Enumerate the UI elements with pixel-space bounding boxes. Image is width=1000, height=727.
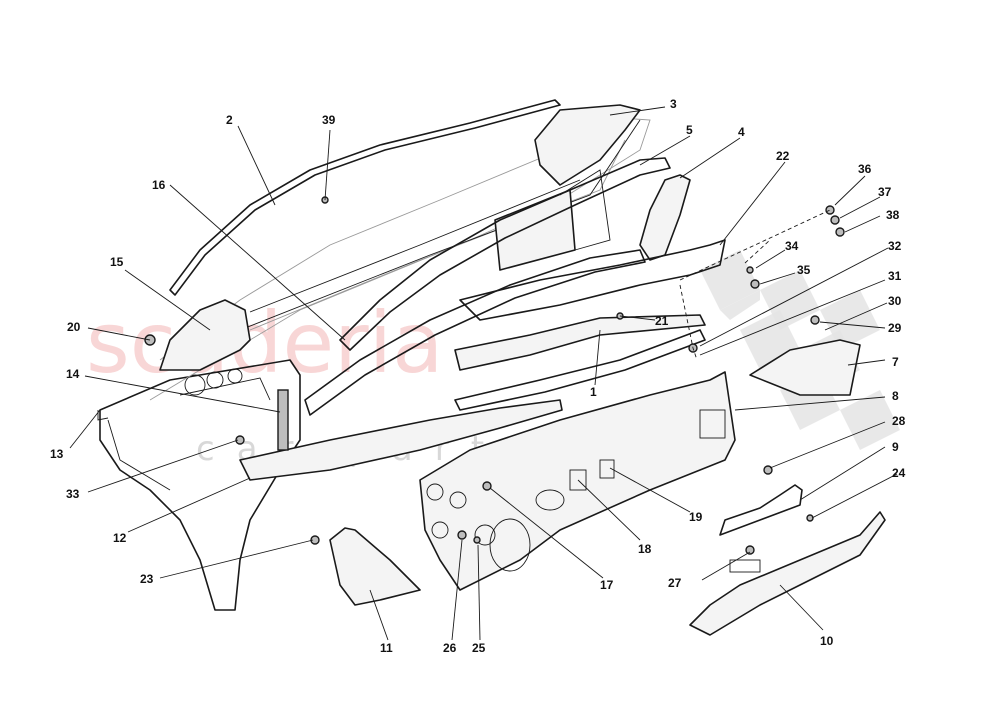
callout-11: 11 (380, 641, 393, 655)
callout-29: 29 (888, 321, 902, 335)
trim-strip-21 (454, 314, 706, 371)
callout-21: 21 (655, 314, 669, 328)
callout-8: 8 (892, 389, 899, 403)
door-inner-panel (419, 371, 736, 591)
leader-lines (69, 106, 898, 641)
trim-panel-12 (239, 399, 563, 481)
callout-12: 12 (113, 531, 127, 545)
callout-20: 20 (67, 320, 81, 334)
callout-30: 30 (888, 294, 902, 308)
callout-35: 35 (797, 263, 811, 277)
callout-19: 19 (689, 510, 703, 524)
window-channel-5 (339, 157, 671, 351)
callout-10: 10 (820, 634, 834, 648)
bracket-9 (719, 484, 803, 536)
callout-32: 32 (888, 239, 902, 253)
callout-13: 13 (50, 447, 64, 461)
seal-part-4 (639, 174, 691, 261)
callout-33: 33 (66, 487, 80, 501)
handle-slot (729, 559, 761, 573)
door-shell (97, 359, 301, 611)
callout-15: 15 (110, 255, 124, 269)
callout-14: 14 (66, 367, 80, 381)
window-channel-16 (304, 249, 646, 416)
callouts: 1 2 3 4 5 7 8 9 10 11 12 13 14 15 16 17 … (50, 97, 906, 655)
glass-run-channel (534, 104, 641, 186)
callout-16: 16 (152, 178, 166, 192)
callout-37: 37 (878, 185, 892, 199)
callout-4: 4 (738, 125, 745, 139)
trim-strip-1 (454, 329, 706, 411)
callout-5: 5 (686, 123, 693, 137)
callout-24: 24 (892, 466, 906, 480)
callout-28: 28 (892, 414, 906, 428)
callout-17: 17 (600, 578, 614, 592)
callout-7: 7 (892, 355, 899, 369)
fasteners (144, 196, 845, 555)
trim-piece-11 (329, 527, 421, 606)
callout-3: 3 (670, 97, 677, 111)
trim-panel-7 (749, 339, 861, 396)
handle-10 (689, 511, 886, 636)
callout-38: 38 (886, 208, 900, 222)
assembly-lines (679, 209, 831, 361)
callout-1: 1 (590, 385, 597, 399)
window-frame (149, 117, 651, 401)
callout-23: 23 (140, 572, 154, 586)
mirror-housing (159, 299, 251, 371)
callout-26: 26 (443, 641, 457, 655)
callout-18: 18 (638, 542, 652, 556)
callout-31: 31 (888, 269, 902, 283)
callout-2: 2 (226, 113, 233, 127)
callout-36: 36 (858, 162, 872, 176)
callout-27: 27 (668, 576, 682, 590)
callout-25: 25 (472, 641, 486, 655)
callout-34: 34 (785, 239, 799, 253)
trim-strip-22 (459, 239, 726, 321)
callout-9: 9 (892, 440, 899, 454)
callout-22: 22 (776, 149, 790, 163)
callout-39: 39 (322, 113, 336, 127)
